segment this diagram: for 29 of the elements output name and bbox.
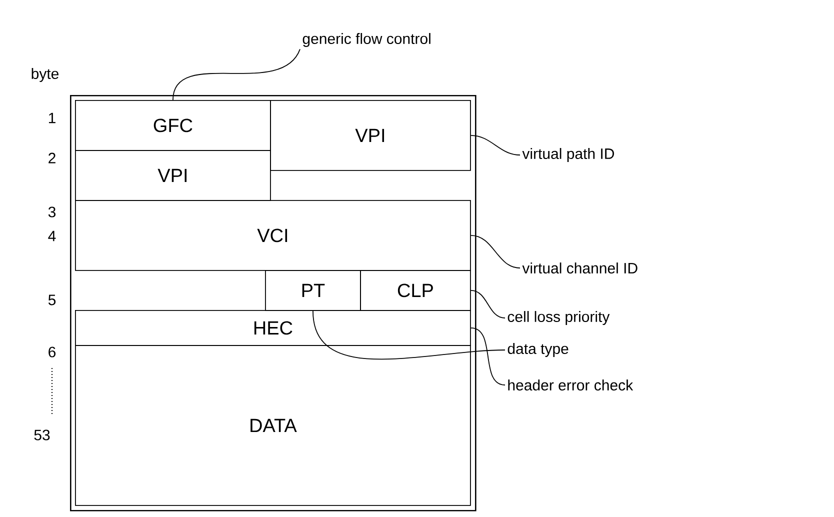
byte-number: 5 [48, 294, 56, 306]
byte-number: 4 [48, 230, 56, 242]
byte-number: 2 [48, 152, 56, 164]
field-box: PT [265, 270, 361, 311]
cell-outline [70, 95, 476, 512]
field-box: HEC [75, 310, 471, 346]
byte-number: 53 [34, 430, 50, 440]
callout-text: virtual channel ID [522, 262, 638, 274]
axis-title: byte [32, 68, 58, 82]
field-box: GFC [75, 100, 271, 151]
field-box: VCI [75, 200, 471, 271]
byte-number: 3 [48, 206, 56, 218]
callout-text: cell loss priority [508, 311, 610, 325]
field-box: VPI [270, 100, 471, 171]
field-box: CLP [360, 270, 471, 311]
field-box: VPI [75, 150, 271, 201]
byte-number: 1 [48, 112, 56, 124]
leader-line [470, 328, 506, 386]
field-box: DATA [75, 345, 471, 506]
callout-text: header error check [508, 380, 634, 390]
leader-line [470, 235, 520, 268]
callout-text: data type [508, 343, 568, 357]
callout-text: virtual path ID [522, 148, 614, 162]
leader-line [470, 135, 520, 156]
leader-line [470, 290, 506, 318]
callout-text: generic flow control [302, 33, 430, 47]
leader-line [172, 48, 300, 100]
byte-number: 6 [48, 346, 56, 358]
leader-line [312, 310, 506, 360]
